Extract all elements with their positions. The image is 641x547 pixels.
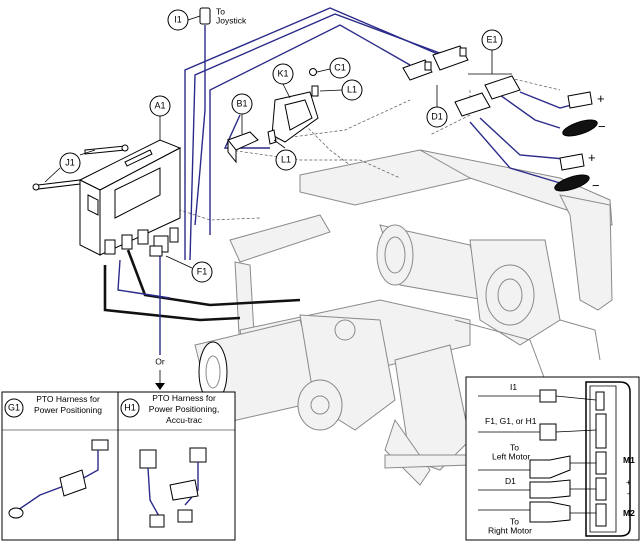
inset-m2-label: M2	[623, 508, 635, 518]
callout-i1: I1	[167, 9, 201, 31]
or-indicator: Or	[155, 356, 165, 390]
g1-title-line2: Power Positioning	[34, 405, 102, 415]
callout-h1-label: H1	[124, 402, 136, 412]
callout-c1-label: C1	[334, 62, 346, 72]
inset-right-motor-line2: Right Motor	[488, 525, 532, 535]
callout-c1: C1	[316, 57, 351, 79]
callout-l1-top-label: L1	[347, 84, 357, 94]
h1-title-line1: PTO Harness for	[152, 393, 216, 403]
inset-f1-g1-h1-label: F1, G1, or H1	[485, 416, 537, 426]
inset-i1-label: I1	[510, 382, 517, 392]
g1-harness-drawing	[8, 439, 109, 519]
d1-connectors	[402, 45, 469, 81]
mounting-screws	[32, 144, 129, 191]
callout-e1: E1	[468, 29, 512, 75]
inset-right-motor-line1: To	[510, 516, 519, 526]
inset-left-motor-line2: Left Motor	[492, 451, 530, 461]
inset-left-motor-line1: To	[510, 442, 519, 452]
h1-harness-drawing	[139, 447, 207, 528]
callout-k1: K1	[272, 63, 294, 99]
controller-module	[78, 139, 182, 256]
callout-l1-bottom: L1	[273, 139, 297, 171]
minus-mark-top: −	[598, 119, 606, 134]
inset-m1-label: M1	[623, 455, 635, 465]
callout-b1: B1	[231, 93, 253, 134]
to-joystick-label-1: To	[216, 6, 225, 16]
callout-l1-bottom-label: L1	[281, 154, 291, 164]
f1-connector	[149, 245, 163, 257]
wiring	[103, 7, 591, 355]
callout-l1-top: L1	[319, 79, 363, 101]
plus-mark-top: +	[597, 91, 605, 106]
joystick-connector	[199, 7, 211, 25]
callout-a1: A1	[149, 95, 171, 140]
plus-mark-bottom: +	[588, 150, 596, 165]
bracket-k1	[271, 91, 319, 143]
callout-j1-label: J1	[65, 157, 75, 167]
h1-title-line3: Accu-trac	[166, 415, 203, 425]
pto-harness-panels: G1 PTO Harness for Power Positioning H1 …	[1, 391, 236, 541]
callout-f1: F1	[165, 255, 213, 283]
chassis-frame	[194, 149, 613, 486]
connector-inset: I1 F1, G1, or H1 To Left Motor D1 To Rig…	[465, 376, 640, 541]
battery-terminals	[554, 91, 598, 192]
g1-title-line1: PTO Harness for	[36, 394, 100, 404]
bracket-b1	[227, 131, 259, 164]
small-hardware	[267, 68, 319, 145]
callout-d1: D1	[426, 85, 448, 128]
inset-minus-label: -	[627, 488, 630, 498]
callout-g1-label: G1	[8, 402, 20, 412]
callout-e1-label: E1	[486, 34, 497, 44]
to-joystick-label-2: Joystick	[216, 15, 247, 25]
or-label: Or	[155, 356, 165, 366]
e1-connectors	[454, 75, 521, 117]
callout-j1: J1	[44, 149, 96, 183]
callout-i1-label: I1	[174, 14, 182, 24]
inset-d1-label: D1	[505, 476, 516, 486]
minus-mark-bottom: −	[592, 178, 600, 193]
callout-a1-label: A1	[154, 100, 165, 110]
callout-d1-label: D1	[431, 111, 443, 121]
h1-title-line2: Power Positioning,	[149, 404, 219, 414]
callout-b1-label: B1	[236, 98, 247, 108]
callout-k1-label: K1	[277, 68, 288, 78]
inset-plus-label: +	[626, 477, 631, 487]
callout-f1-label: F1	[197, 266, 208, 276]
